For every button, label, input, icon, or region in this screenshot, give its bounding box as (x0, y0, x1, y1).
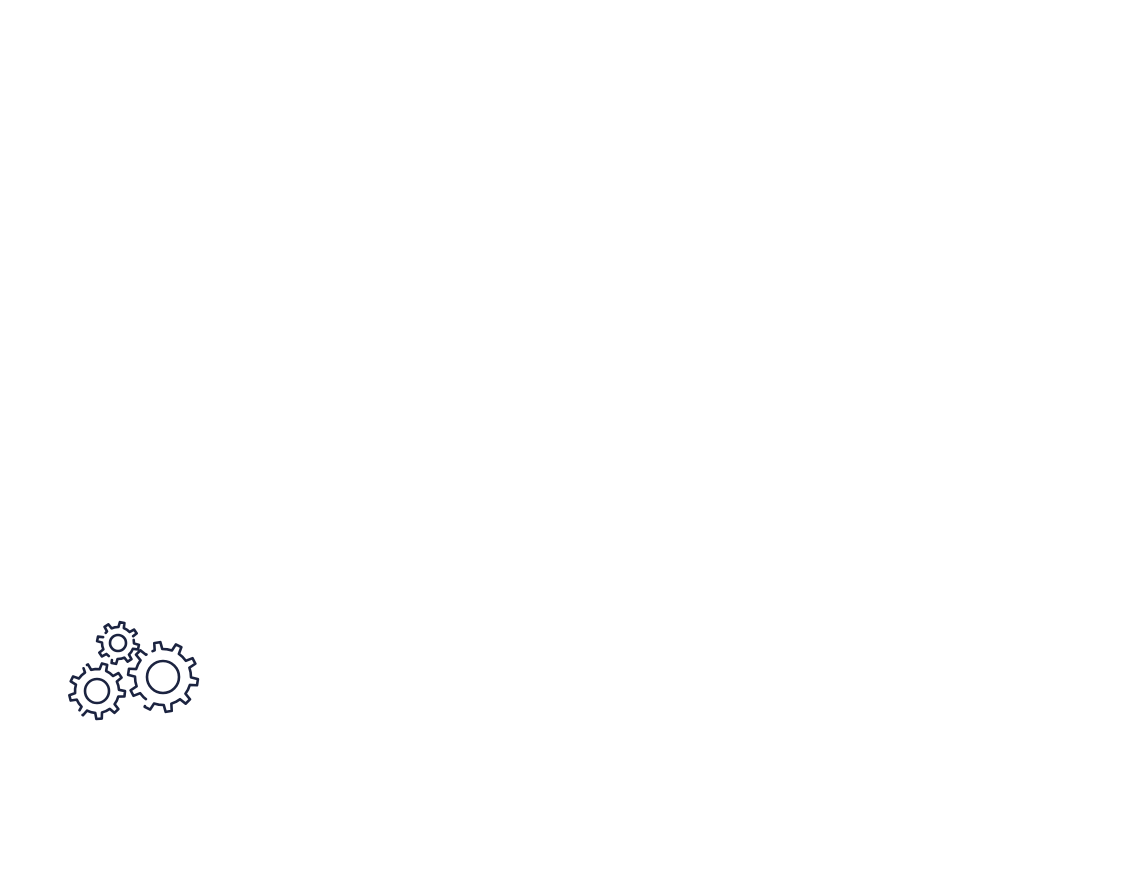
gear-right-body (126, 640, 200, 714)
right-gear-icon (126, 640, 200, 714)
small-gear-icon (95, 620, 141, 666)
gears-icon (64, 616, 204, 724)
gear-small-body (95, 620, 141, 666)
gear-left-body (68, 662, 127, 721)
gear-small-hub (108, 633, 128, 653)
gear-right-hub (145, 659, 181, 695)
gear-left-hub (83, 677, 111, 705)
left-gear-icon (68, 662, 127, 721)
